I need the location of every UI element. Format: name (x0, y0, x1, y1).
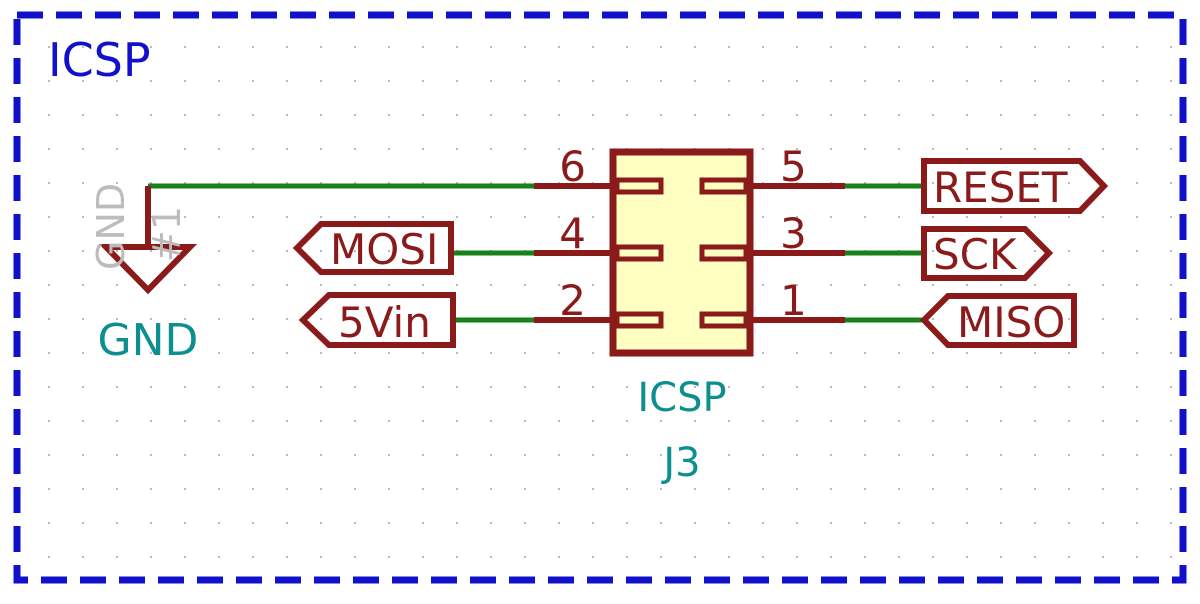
gnd-hidden-reference: #1 (145, 206, 189, 262)
net-label-mosi[interactable]: MOSI (292, 221, 454, 275)
net-label-reset-text: RESET (933, 163, 1068, 212)
net-label-sck-outline (921, 226, 1054, 281)
pin-number-group: 6 4 2 5 3 1 (559, 142, 806, 325)
connector-body[interactable] (609, 148, 754, 357)
gnd-visible-label: GND (98, 315, 199, 366)
pin-contact-group (614, 177, 749, 329)
sheet-title: ICSP (48, 33, 151, 87)
net-label-reset[interactable]: RESET (921, 158, 1109, 214)
net-label-miso-text: MISO (957, 298, 1065, 347)
pin-number-5: 5 (780, 142, 807, 191)
gnd-hidden-value: GND (89, 183, 133, 270)
pin-number-3: 3 (780, 209, 807, 258)
net-label-miso-outline (919, 293, 1077, 348)
pin-contact-5 (699, 177, 749, 195)
component-name-label: ICSP (637, 375, 726, 421)
pin-contact-2 (614, 311, 664, 329)
net-label-reset-outline (921, 158, 1109, 214)
net-label-sck-text: SCK (933, 230, 1018, 279)
pin-contact-3 (699, 244, 749, 262)
component-reference-label: J3 (660, 440, 700, 486)
pin-line-group (534, 183, 845, 323)
net-label-5vin-outline (298, 292, 456, 348)
net-label-mosi-text: MOSI (330, 225, 438, 274)
gnd-power-symbol[interactable]: GND #1 GND (89, 183, 198, 366)
net-label-5vin-text: 5Vin (338, 298, 431, 347)
wire-group (148, 183, 924, 323)
pin-contact-1 (699, 311, 749, 329)
net-label-miso[interactable]: MISO (919, 293, 1077, 348)
pin-contact-4 (614, 244, 664, 262)
pin-number-1: 1 (780, 276, 807, 325)
pin-number-2: 2 (559, 276, 586, 325)
pin-number-4: 4 (559, 209, 586, 258)
gnd-triangle (98, 244, 198, 295)
net-label-sck[interactable]: SCK (921, 226, 1054, 281)
pin-contact-6 (614, 177, 664, 195)
net-label-mosi-outline (292, 221, 454, 275)
net-label-5vin[interactable]: 5Vin (298, 292, 456, 348)
pin-number-6: 6 (559, 142, 586, 191)
sheet-border (13, 11, 1187, 584)
